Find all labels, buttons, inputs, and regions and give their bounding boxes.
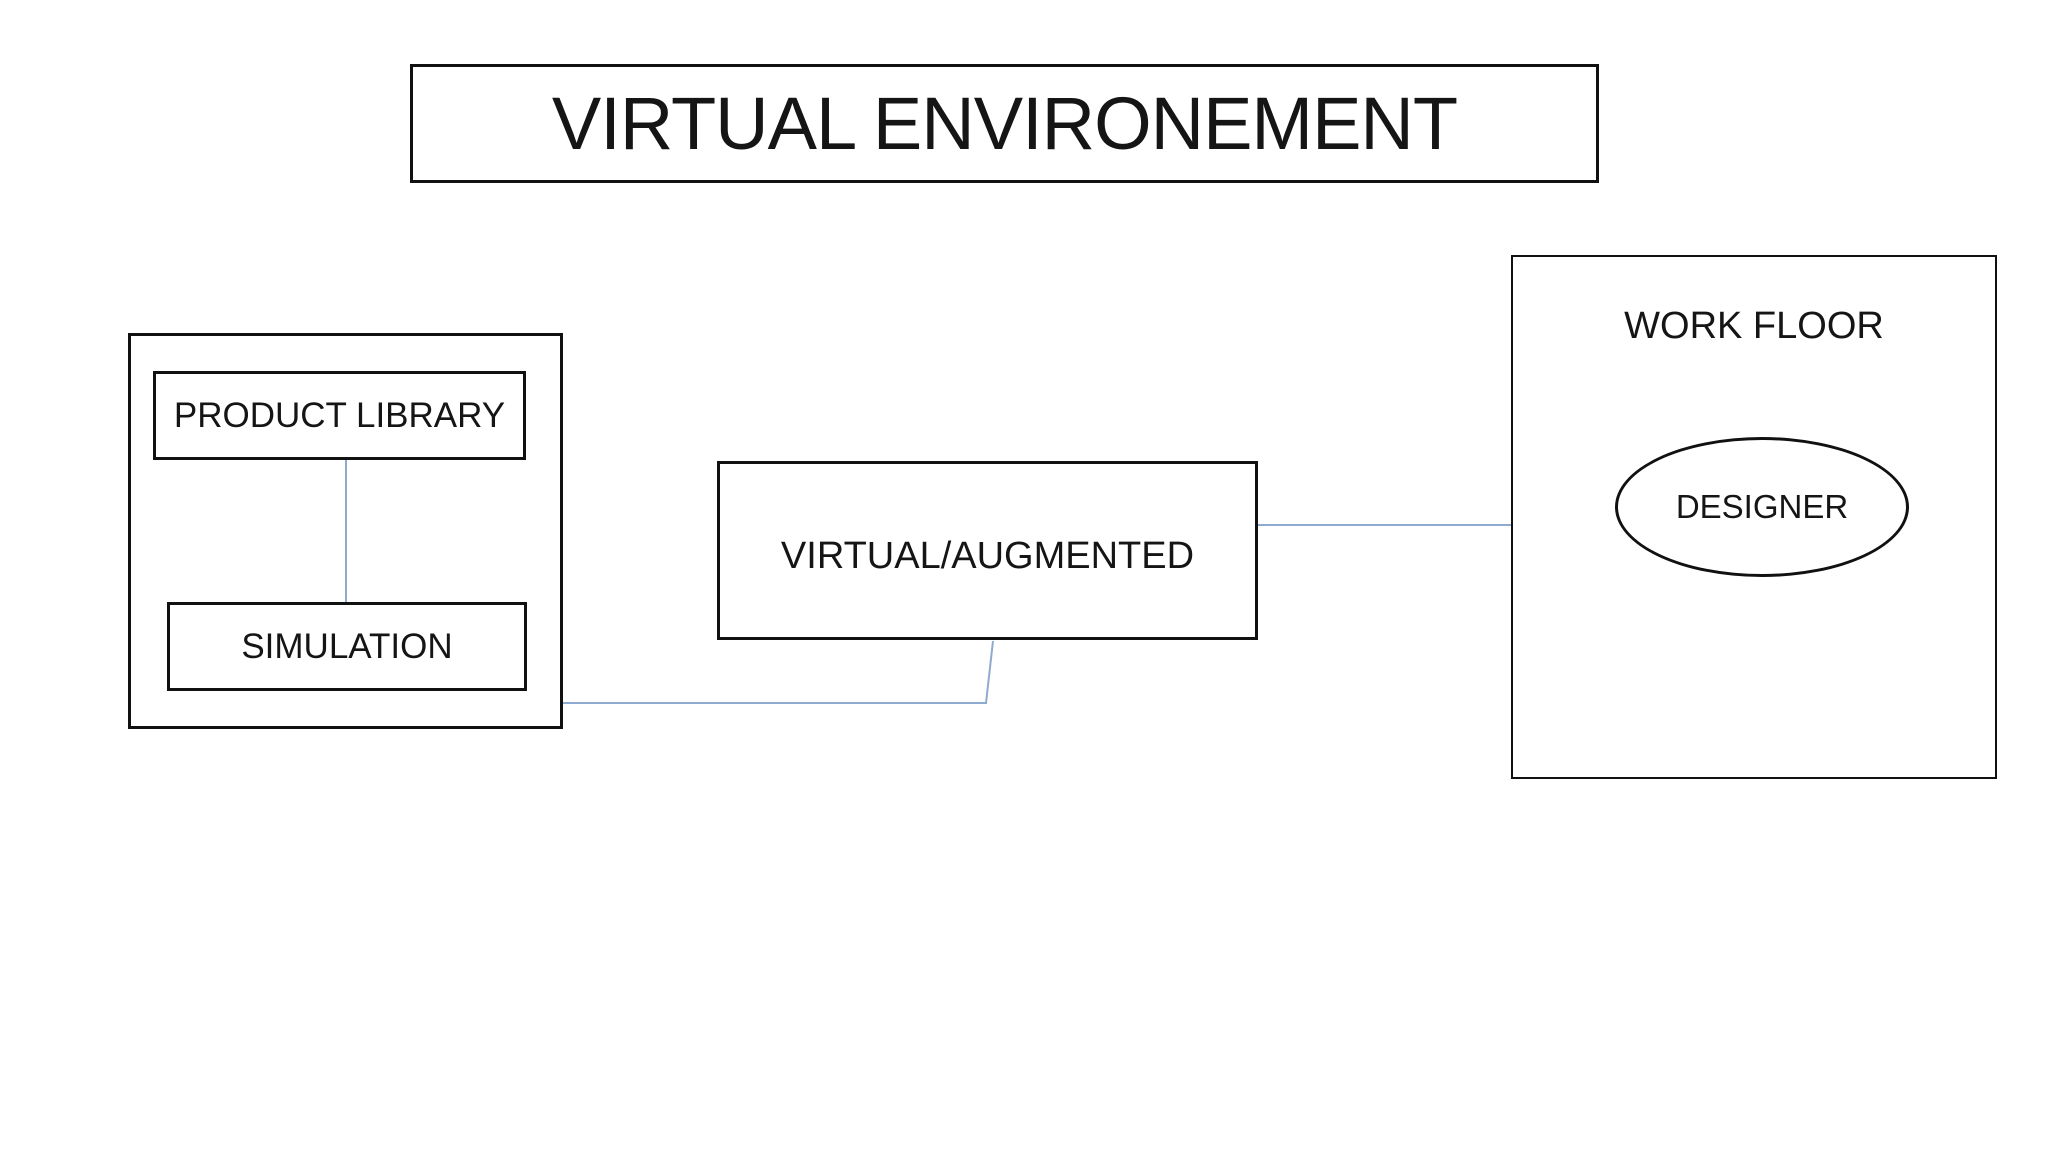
product-library-label: PRODUCT LIBRARY: [173, 395, 506, 435]
work-floor-box: WORK FLOOR DESIGNER: [1511, 255, 1997, 779]
work-floor-label: WORK FLOOR: [1624, 305, 1884, 347]
product-library-box: PRODUCT LIBRARY: [153, 371, 526, 460]
virtual-augmented-box: VIRTUAL/AUGMENTED: [717, 461, 1258, 640]
simulation-label: SIMULATION: [241, 626, 453, 666]
connector-left-group-to-virtual-augmented: [562, 640, 994, 704]
designer-label: DESIGNER: [1675, 488, 1849, 525]
left-group-box: [128, 333, 563, 729]
designer-ellipse: DESIGNER: [1615, 437, 1909, 577]
simulation-box: SIMULATION: [167, 602, 527, 691]
title-box: VIRTUAL ENVIRONEMENT: [410, 64, 1599, 183]
title-label: VIRTUAL ENVIRONEMENT: [551, 82, 1458, 165]
virtual-augmented-label: VIRTUAL/AUGMENTED: [780, 535, 1195, 577]
